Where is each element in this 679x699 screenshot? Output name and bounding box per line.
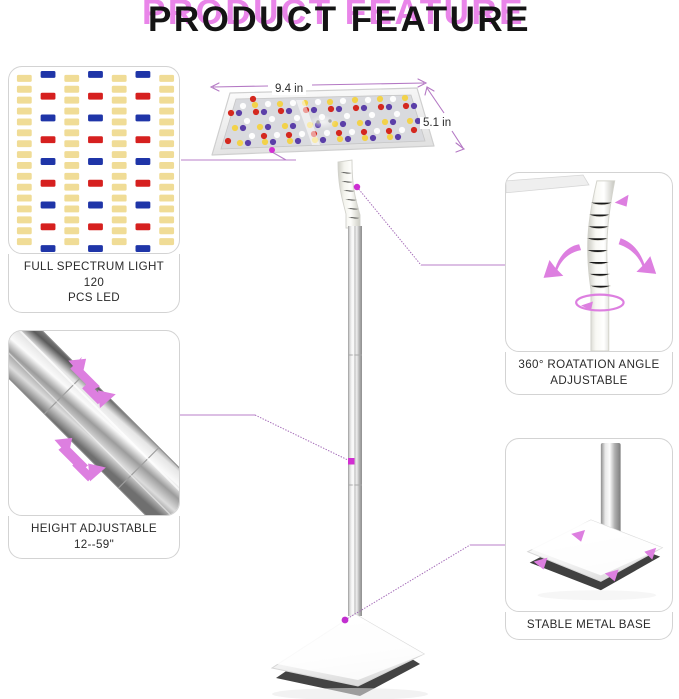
arrow-down-left	[533, 557, 548, 570]
rotate-right-arrow	[618, 238, 657, 274]
callout-height-caption: HEIGHT ADJUSTABLE 12--59"	[8, 516, 180, 559]
led-array-diagram	[16, 70, 175, 253]
callout-rotation-caption: 360° ROATATION ANGLE ADJUSTABLE	[505, 352, 673, 395]
page-title-text: PRODUCT FEATURE	[148, 0, 531, 39]
lamp-head	[211, 87, 435, 156]
callout-rotation[interactable]: 360° ROATATION ANGLE ADJUSTABLE	[505, 172, 673, 395]
callout-rotation-image	[505, 172, 673, 352]
dimension-arrows	[209, 78, 466, 153]
leader-full-spectrum	[181, 147, 296, 161]
height-arrow-down	[54, 437, 106, 482]
callout-height[interactable]: HEIGHT ADJUSTABLE 12--59"	[8, 330, 180, 559]
page-title-shadow: PRODUCT FEATURE	[142, 0, 525, 32]
width-dimension-label: 9.4 in	[272, 83, 307, 95]
height-dimension-label: 5.1 in	[420, 117, 455, 129]
base-stability-arrows	[533, 529, 657, 582]
callout-base[interactable]: STABLE METAL BASE	[505, 438, 673, 640]
arrow-up-right	[644, 547, 657, 560]
callout-full-spectrum[interactable]: FULL SPECTRUM LIGHT 120 PCS LED	[8, 66, 180, 313]
caption-line-1: HEIGHT ADJUSTABLE	[31, 522, 157, 535]
callout-base-image	[505, 438, 673, 612]
lamp-gooseneck	[337, 159, 361, 229]
rotate-up-arrow	[614, 194, 629, 207]
led-chips	[16, 70, 175, 253]
height-arrow-up	[68, 356, 116, 409]
gooseneck-ribs	[586, 202, 612, 289]
callout-full-spectrum-image	[8, 66, 180, 254]
caption-line-2: ADJUSTABLE	[550, 373, 628, 387]
rotation-ring	[575, 293, 625, 312]
stable-base-diagram	[526, 442, 664, 601]
callout-height-image	[8, 330, 180, 516]
caption-line-2: PCS LED	[67, 291, 121, 304]
callout-base-caption: STABLE METAL BASE	[505, 612, 673, 640]
lamp-base	[270, 613, 428, 699]
arrow-down-right	[604, 569, 619, 582]
height-adjust-diagram	[9, 331, 179, 515]
arrow-up-left	[571, 529, 586, 542]
telescoping-pole	[9, 331, 179, 515]
rotate-left-arrow	[543, 244, 582, 278]
page-title: PRODUCT FEATURE PRODUCT FEATURE	[0, 0, 679, 46]
rotation-diagram	[506, 174, 657, 351]
callout-full-spectrum-caption: FULL SPECTRUM LIGHT 120 PCS LED	[8, 254, 180, 313]
caption-line-1: FULL SPECTRUM LIGHT 120	[23, 260, 165, 289]
lamp-head-leds	[224, 94, 422, 147]
caption-line-2: 12--59"	[73, 537, 115, 551]
lamp-pole	[348, 226, 362, 616]
caption-line-1: 360° ROATATION ANGLE	[518, 358, 660, 371]
caption-line-1: STABLE METAL BASE	[526, 618, 652, 631]
